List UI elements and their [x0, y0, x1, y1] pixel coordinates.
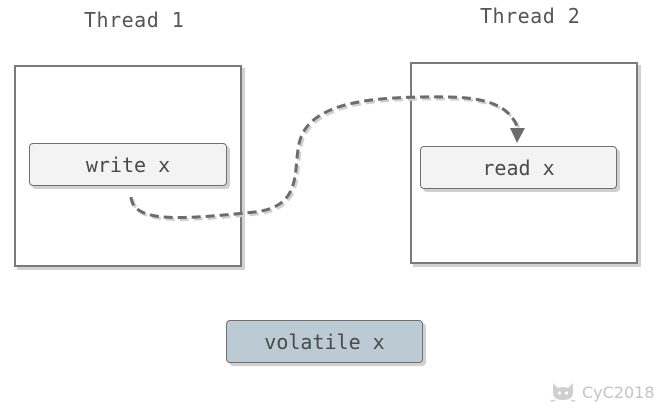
github-octocat-icon: [550, 383, 576, 402]
read-x-label: read x: [482, 155, 555, 180]
watermark: CyC2018: [549, 380, 655, 404]
volatile-x-label: volatile x: [264, 329, 385, 354]
volatile-x-box: volatile x: [226, 320, 423, 363]
write-x-box: write x: [29, 143, 227, 186]
watermark-text: CyC2018: [582, 382, 655, 402]
thread-1-title: Thread 1: [84, 8, 185, 32]
write-x-label: write x: [85, 152, 171, 177]
read-x-box: read x: [420, 146, 617, 189]
thread-2-title: Thread 2: [480, 4, 581, 28]
